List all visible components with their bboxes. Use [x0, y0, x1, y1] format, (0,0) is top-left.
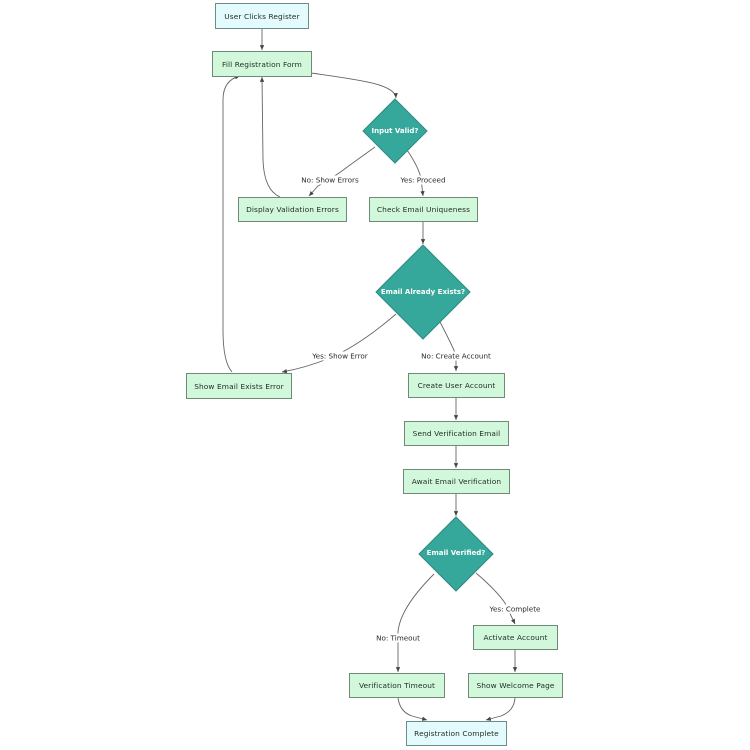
node-await-email-verification[interactable]: Await Email Verification — [403, 469, 510, 494]
edge-email-verified-to-timeout — [395, 573, 435, 672]
edge-label-no-create-account: No: Create Account — [420, 351, 492, 361]
edge-label-yes-proceed: Yes: Proceed — [399, 175, 447, 185]
edge-label-no-timeout: No: Timeout — [375, 633, 421, 643]
edge-label-yes-complete: Yes: Complete — [488, 604, 542, 614]
node-check-email-uniqueness[interactable]: Check Email Uniqueness — [369, 197, 478, 222]
decision-email-verified-shape — [418, 516, 494, 592]
node-user-clicks-register[interactable]: User Clicks Register — [215, 3, 309, 29]
node-show-email-exists-error[interactable]: Show Email Exists Error — [186, 373, 292, 399]
edge-label-no-show-errors: No: Show Errors — [300, 175, 360, 185]
edge-input-valid-to-display-errors — [308, 146, 376, 197]
edge-label-yes-show-error: Yes: Show Error — [311, 351, 369, 361]
node-registration-complete[interactable]: Registration Complete — [406, 721, 507, 746]
edge-show-error-to-fill-form — [222, 75, 241, 373]
edge-input-valid-to-check-email — [406, 149, 425, 197]
node-send-verification-email[interactable]: Send Verification Email — [404, 421, 509, 446]
edge-email-exists-to-create-account — [439, 321, 459, 371]
edge-email-exists-to-show-error — [281, 313, 397, 374]
node-create-user-account[interactable]: Create User Account — [408, 373, 505, 398]
edge-welcome-to-complete — [485, 697, 516, 721]
edge-timeout-to-complete — [397, 697, 428, 721]
node-display-validation-errors[interactable]: Display Validation Errors — [238, 197, 347, 222]
decision-input-valid-label[interactable]: Input Valid? — [371, 127, 419, 135]
decision-input-valid-shape — [362, 98, 428, 164]
node-verification-timeout[interactable]: Verification Timeout — [349, 673, 445, 698]
node-activate-account[interactable]: Activate Account — [473, 625, 558, 650]
node-fill-registration-form[interactable]: Fill Registration Form — [212, 51, 312, 77]
edge-email-verified-to-activate — [475, 572, 516, 625]
edge-fill-form-to-input-valid — [310, 72, 398, 99]
decision-email-verified-label[interactable]: Email Verified? — [426, 549, 486, 557]
node-show-welcome-page[interactable]: Show Welcome Page — [468, 673, 563, 698]
decision-email-exists-shape — [375, 244, 471, 340]
edge-display-errors-to-fill-form — [259, 76, 281, 198]
decision-email-exists-label[interactable]: Email Already Exists? — [380, 288, 466, 296]
